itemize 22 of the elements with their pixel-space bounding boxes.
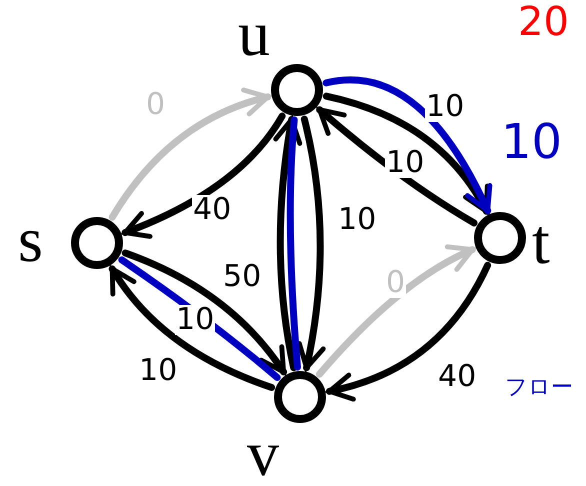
note-text: 20 [518, 2, 569, 42]
arrow [326, 262, 492, 401]
vertex-label: u [238, 2, 270, 66]
vertex-circle [274, 371, 326, 423]
edge-label: 10 [425, 92, 466, 122]
arrow [296, 116, 326, 372]
arrow [108, 88, 272, 221]
edge-label: 10 [385, 148, 426, 178]
vertex-circle [474, 212, 526, 264]
vertex-label: s [18, 208, 43, 272]
vertex-label: v [247, 422, 279, 486]
edge-label: 10 [175, 305, 216, 335]
arrow [108, 265, 276, 391]
arrow [316, 106, 478, 226]
vertex-circle [71, 217, 123, 269]
edge-label: 0 [385, 268, 406, 298]
vertex-circle [271, 64, 323, 116]
note-text: フロー [505, 377, 573, 399]
arrow [274, 116, 303, 372]
vertex-label: t [532, 210, 550, 274]
arrow [316, 245, 476, 378]
arrow [122, 112, 286, 238]
